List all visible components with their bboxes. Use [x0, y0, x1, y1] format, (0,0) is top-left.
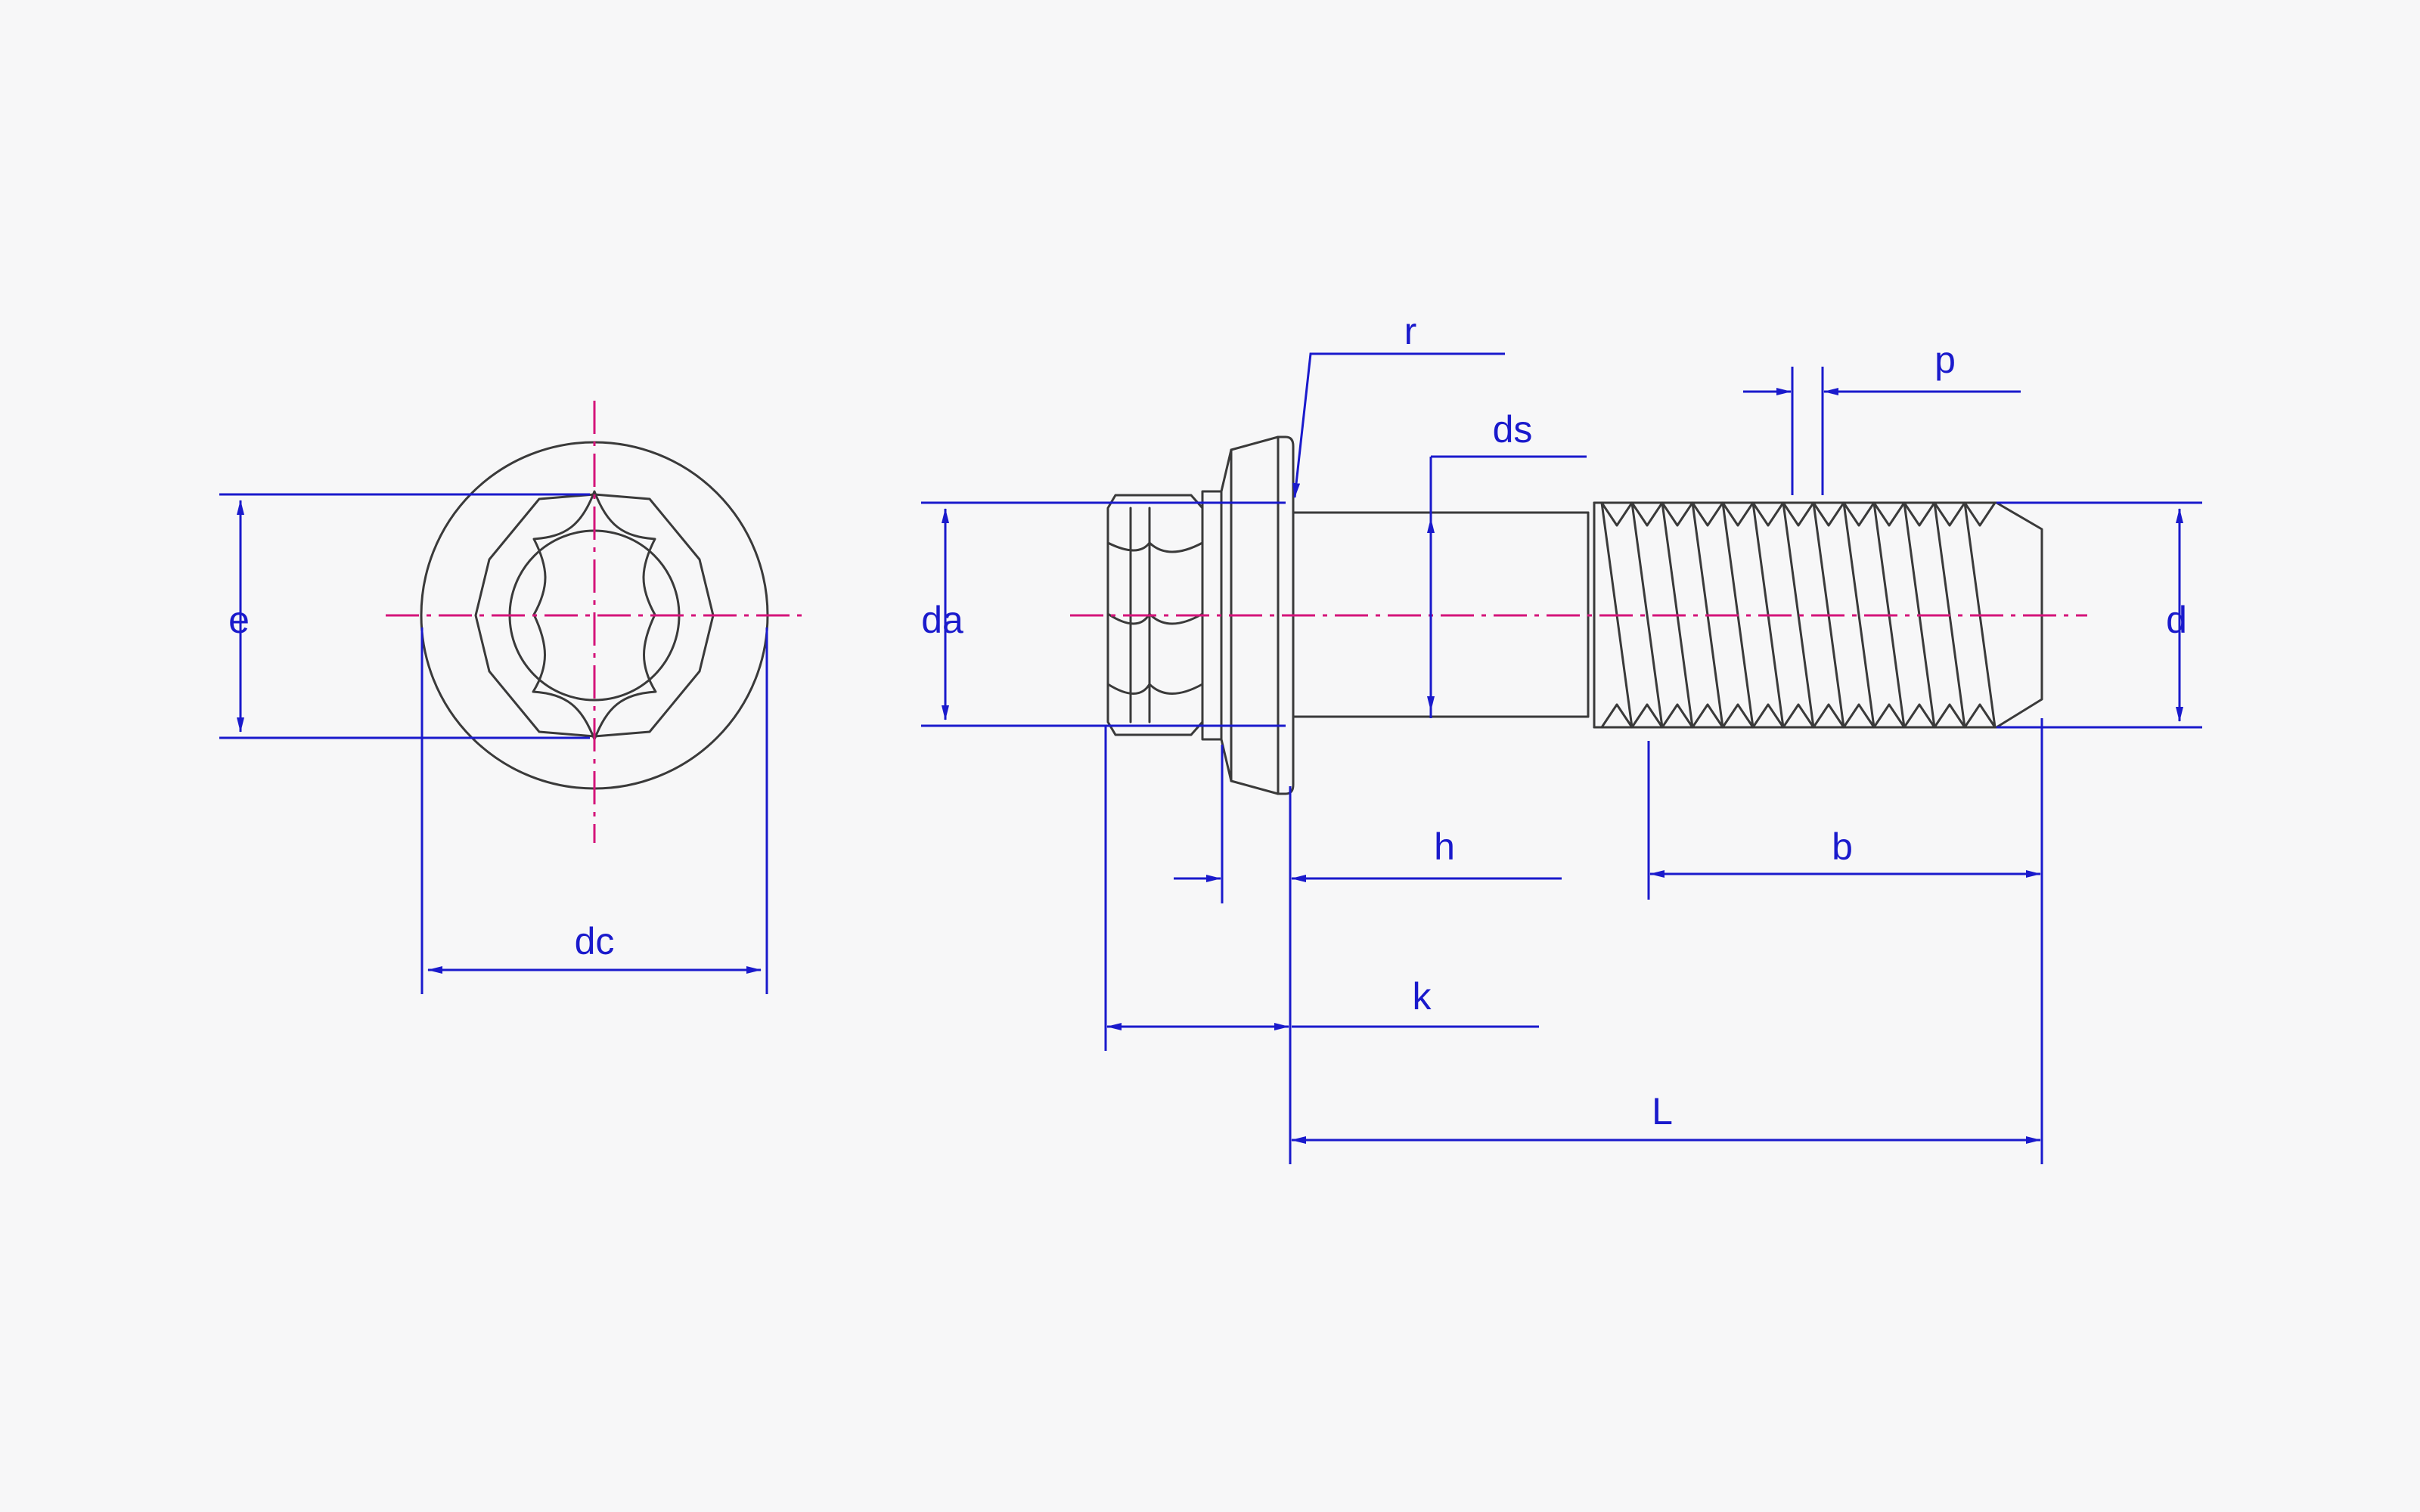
- p-label: p: [1934, 339, 1956, 381]
- k-label: k: [1413, 975, 1432, 1018]
- e-label: e: [228, 599, 250, 641]
- h-label: h: [1434, 826, 1455, 868]
- extension-lines: [1104, 718, 2043, 1164]
- side-view: da r ds p d: [921, 310, 2202, 1164]
- ds-label: ds: [1493, 408, 1533, 451]
- da-label: da: [921, 599, 963, 641]
- L-label: L: [1652, 1090, 1673, 1132]
- d-label: d: [2166, 599, 2187, 641]
- end-view: e dc: [219, 401, 802, 994]
- e-dimension: [219, 493, 590, 739]
- d-dimension: [1996, 501, 2202, 729]
- p-dimension: [1743, 367, 2021, 495]
- r-label: r: [1404, 310, 1417, 352]
- ds-dimension: [1427, 455, 1587, 718]
- head-lobes: [1106, 507, 1204, 723]
- r-leader: [1292, 352, 1505, 498]
- b-label: b: [1832, 826, 1853, 868]
- dc-dimension: [420, 627, 768, 994]
- da-dimension: [921, 501, 1286, 727]
- dc-label: dc: [575, 920, 615, 962]
